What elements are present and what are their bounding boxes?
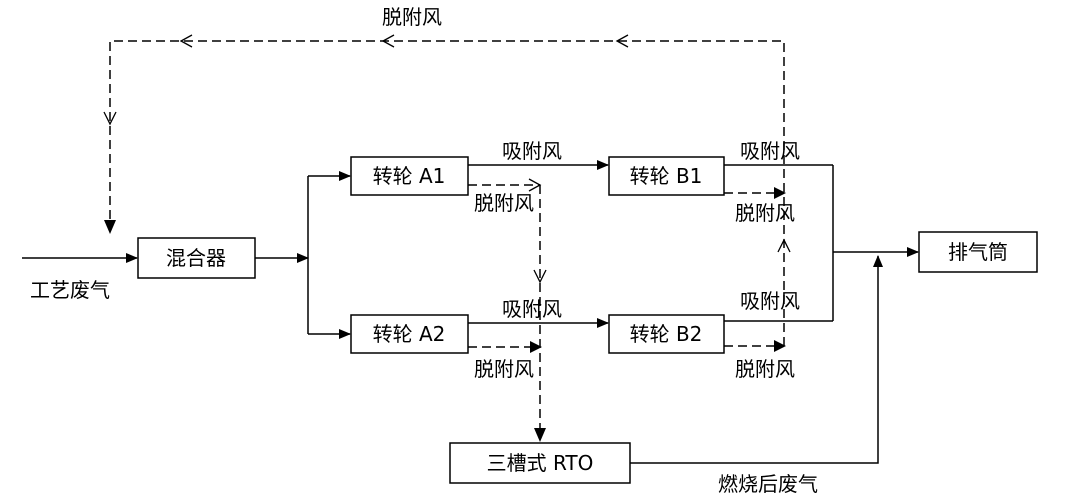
to-rto-arrowhead (534, 428, 546, 442)
loop-chevron-3 (179, 34, 193, 48)
rto-node: 三槽式 RTO (449, 442, 631, 484)
loop-chevron-2 (381, 34, 395, 48)
chimney-node: 排气筒 (918, 231, 1038, 273)
center-trunk-chevron (533, 269, 547, 284)
desorption-return-loop (109, 40, 785, 346)
a2-desorption-arrowhead (530, 341, 542, 353)
label-after-combustion: 燃烧后废气 (718, 472, 818, 496)
wheel-b1-label: 转轮 B1 (630, 164, 703, 188)
label-process-gas: 工艺废气 (30, 278, 110, 302)
label-desorb-a2: 脱附风 (474, 357, 534, 381)
loop-chevron-1 (615, 34, 629, 48)
wheel-a2-label: 转轮 A2 (373, 322, 446, 346)
wheel-a1-label: 转轮 A1 (373, 164, 446, 188)
mixer-label: 混合器 (166, 246, 226, 270)
wheel-b2-node: 转轮 B2 (608, 314, 725, 354)
wheel-a2-node: 转轮 A2 (350, 314, 469, 354)
label-adsorb-b2-out: 吸附风 (740, 289, 800, 313)
b2-desorption-arrowhead (774, 340, 786, 352)
right-trunk-chevron (777, 238, 791, 253)
b1-desorption-arrowhead (774, 187, 786, 199)
rto-to-chimney-line (630, 255, 883, 464)
wheel-b2-label: 转轮 B2 (630, 322, 703, 346)
label-top-desorption: 脱附风 (382, 5, 442, 29)
loop-chevron-4 (103, 111, 117, 126)
loop-arrowhead (104, 220, 116, 234)
label-desorb-a1: 脱附风 (474, 191, 534, 215)
rto-label: 三槽式 RTO (487, 451, 594, 475)
wheel-a1-node: 转轮 A1 (350, 156, 469, 196)
label-adsorb-a2-b2: 吸附风 (502, 297, 562, 321)
wheel-b1-node: 转轮 B1 (608, 156, 725, 196)
label-adsorb-a1-b1: 吸附风 (502, 139, 562, 163)
label-desorb-b2: 脱附风 (735, 357, 795, 381)
label-adsorb-b1-out: 吸附风 (740, 139, 800, 163)
mixer-node: 混合器 (137, 237, 256, 279)
chimney-label: 排气筒 (948, 240, 1008, 264)
label-desorb-b1: 脱附风 (735, 201, 795, 225)
